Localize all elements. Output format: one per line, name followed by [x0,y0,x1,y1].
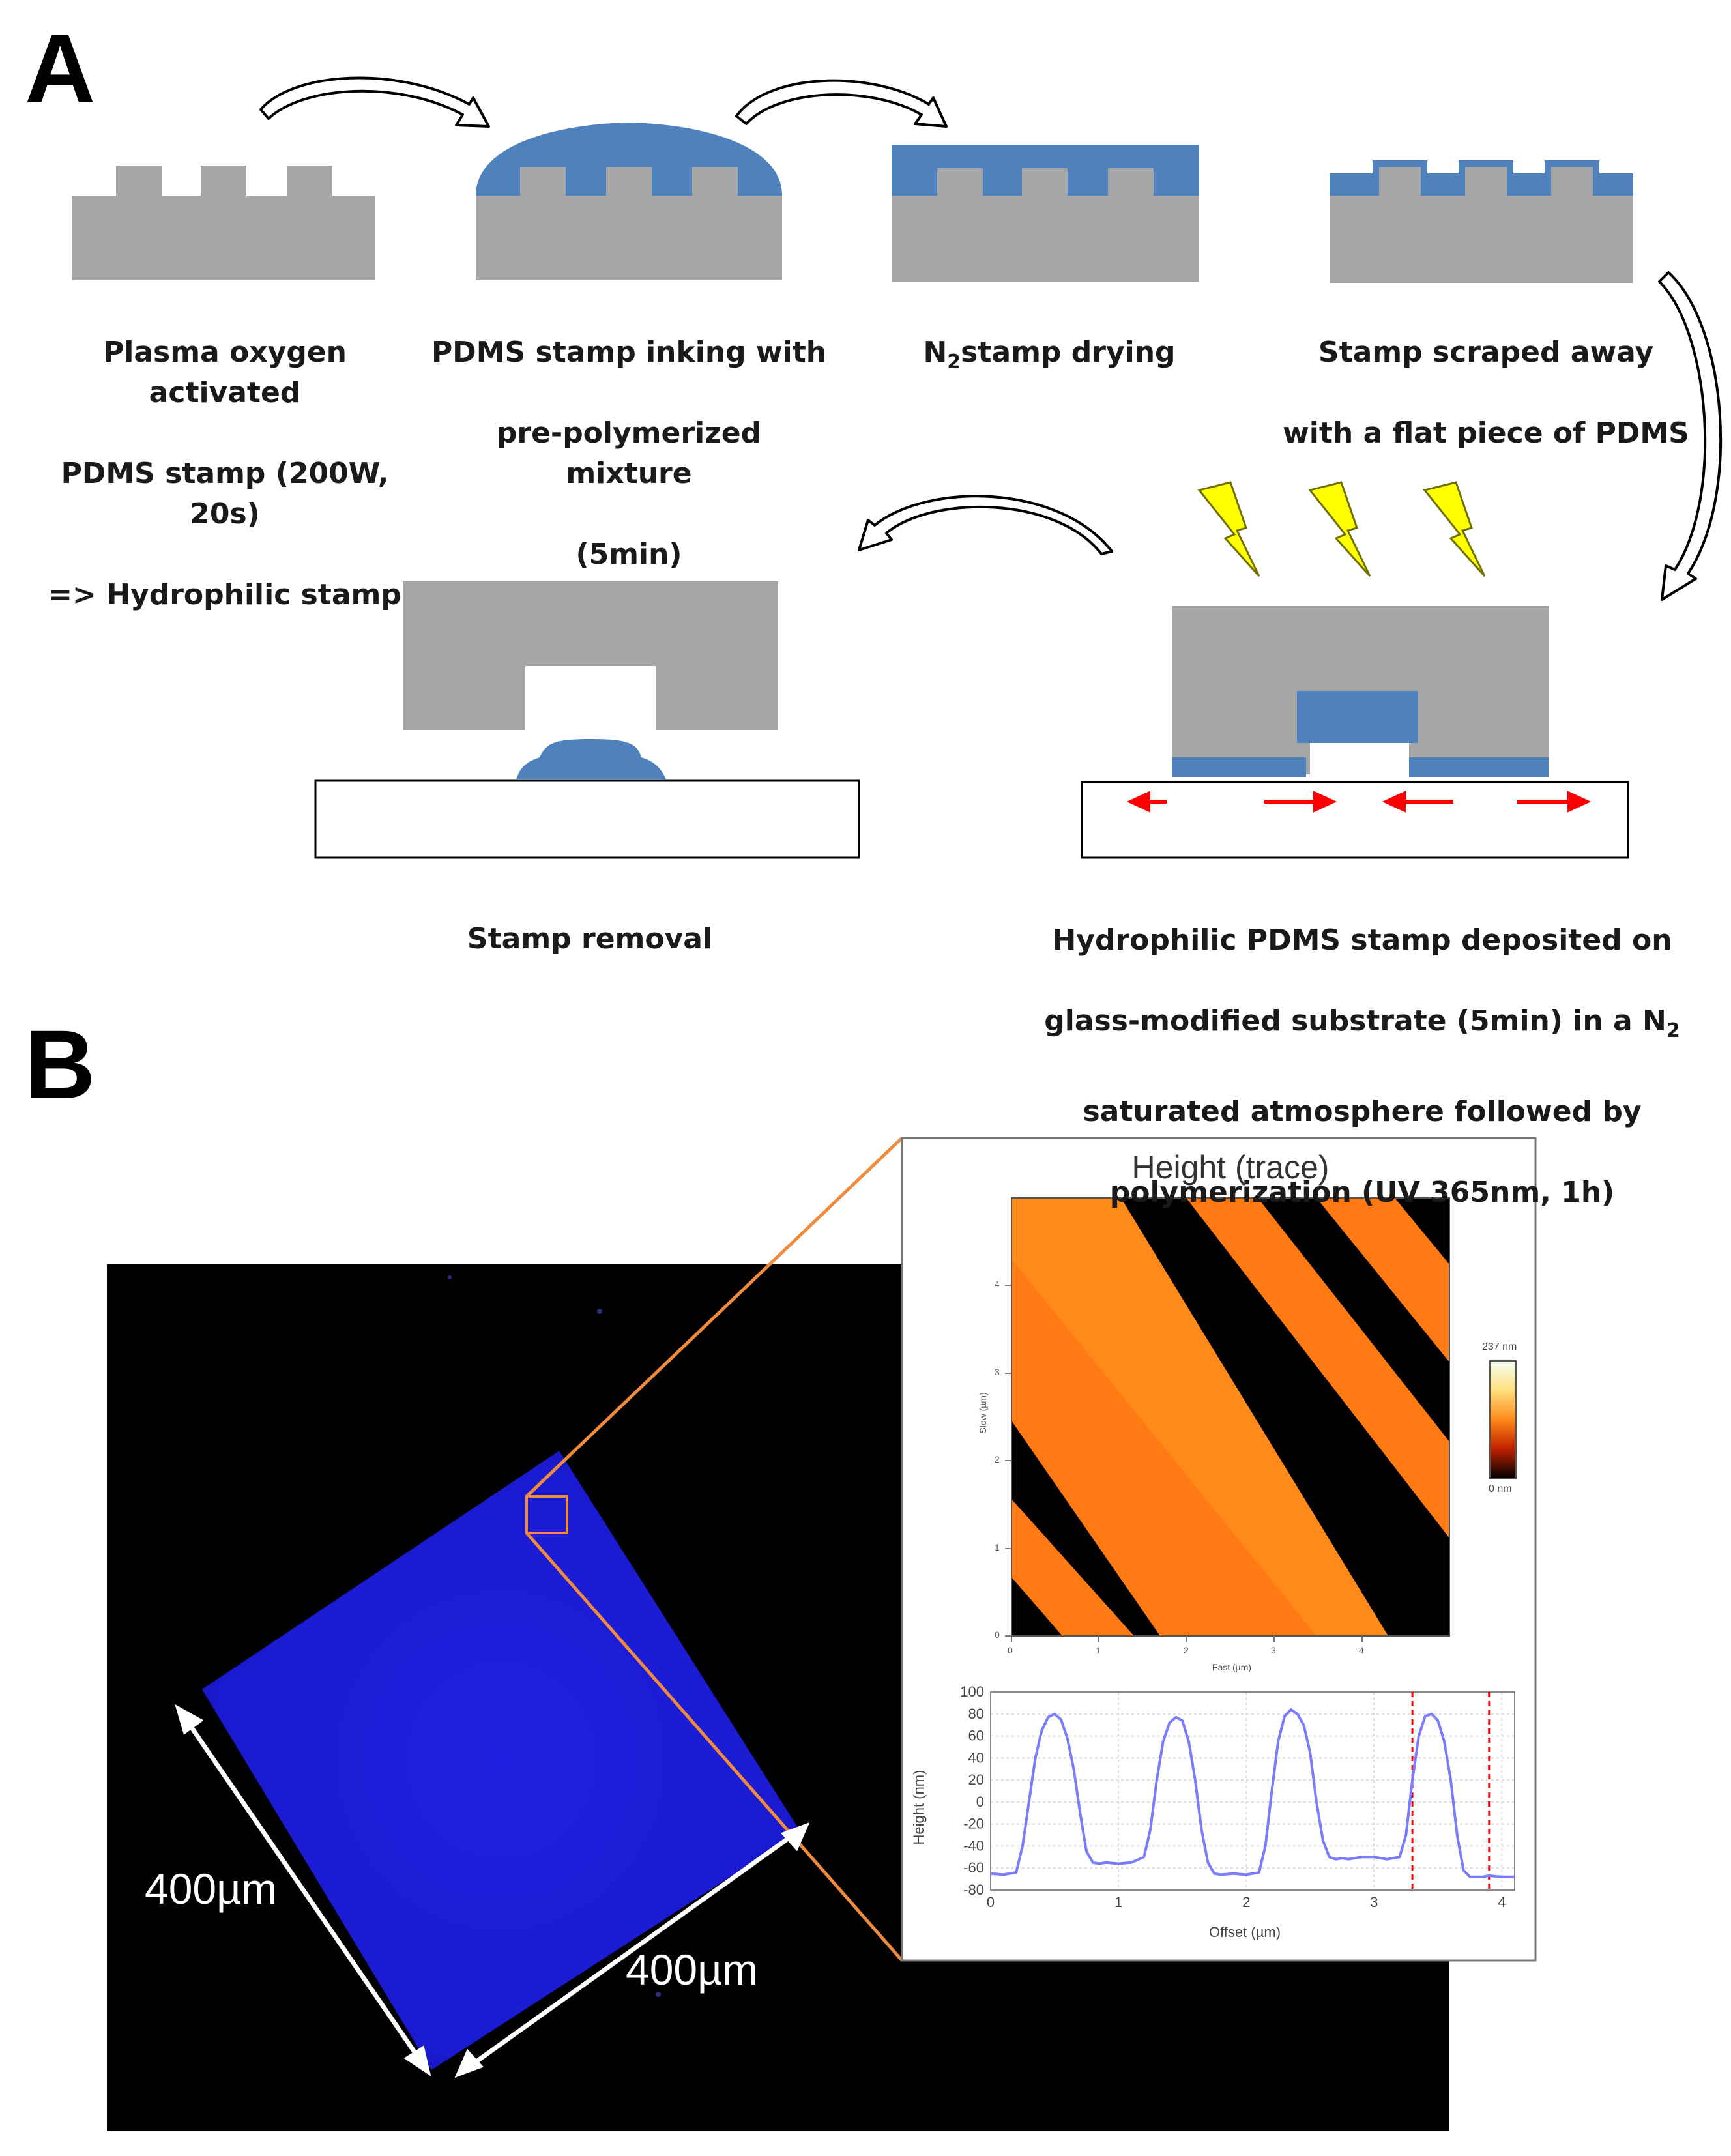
map-xtick: 0 [1008,1645,1013,1655]
step2-stamp [476,123,782,280]
map-ytick: 4 [995,1279,1000,1289]
map-xtick: 3 [1271,1645,1276,1655]
y-tick-label: 40 [968,1749,984,1766]
map-xtick: 2 [1184,1645,1189,1655]
map-ylabel: Slow (µm) [978,1392,988,1434]
y-tick-label: -40 [963,1837,984,1854]
afm-title: Height (trace) [1131,1149,1330,1186]
map-xlabel: Fast (µm) [1212,1662,1252,1672]
step3-caption: N2stamp drying [923,336,1176,373]
y-tick-label: 100 [960,1683,984,1700]
curved-arrow-icon [858,495,1113,555]
printed-square [202,1451,800,2070]
y-tick-label: 60 [968,1728,984,1744]
uv-lightning-icon [1197,481,1486,577]
colorbar-top-label: 237 nm [1482,1341,1517,1352]
curved-arrow-icon [735,79,948,128]
colorbar-bottom-label: 0 nm [1489,1483,1512,1494]
x-tick-label: 1 [1114,1894,1122,1910]
map-ytick: 0 [995,1629,1000,1640]
map-xtick: 4 [1359,1645,1364,1655]
height-colorbar [1489,1360,1517,1479]
deposited-stamp [1081,606,1629,859]
x-tick-label: 3 [1370,1894,1378,1910]
step3-stamp [892,145,1199,282]
step2-caption: PDMS stamp inking with pre-polymerized m… [431,336,827,571]
y-tick-label: 80 [968,1706,984,1722]
zoom-region-box [525,1495,568,1534]
x-tick-label: 0 [987,1894,995,1910]
dimension-arrow-bottom [454,1822,810,2078]
map-ytick: 3 [995,1367,1000,1377]
curved-arrow-icon [259,76,490,128]
profile-xlabel: Offset (µm) [1208,1924,1281,1940]
curved-arrow-icon [1658,271,1723,601]
step5-caption: Hydrophilic PDMS stamp deposited on glas… [1044,924,1680,1209]
dimension-label-bottom: 400µm [626,1945,759,1994]
step1-stamp [72,166,375,280]
y-tick-label: -80 [963,1882,984,1898]
profile-axes [990,1691,1515,1891]
x-tick-label: 4 [1498,1894,1506,1910]
spreading-arrows [1126,791,1592,813]
y-tick-label: 0 [976,1794,984,1810]
step6-caption: Stamp removal [467,922,713,955]
y-tick-label: 20 [968,1771,984,1788]
height-map-stripes [1011,1198,1449,1636]
map-ytick: 2 [995,1454,1000,1464]
panel-b-label: B [25,1010,96,1119]
x-tick-label: 2 [1242,1894,1250,1910]
y-tick-label: -20 [963,1816,984,1832]
panel-a-label: A [25,14,96,123]
step1-caption: Plasma oxygen activated PDMS stamp (200W… [48,336,401,611]
dimension-label-left: 400µm [145,1865,278,1913]
map-ytick: 1 [995,1542,1000,1552]
height-profile-line [990,1708,1515,1878]
step4-stamp [1330,160,1633,283]
y-tick-label: -60 [963,1859,984,1876]
step4-caption: Stamp scraped away with a flat piece of … [1283,336,1689,450]
dimension-arrow-left [175,1704,431,2076]
profile-ylabel: Height (nm) [910,1770,927,1845]
map-xtick: 1 [1096,1645,1101,1655]
height-profile-chart: -80 -60 -40 -20 0 20 40 60 80 100 0 1 2 3 4 [960,1683,1515,1910]
removed-stamp [314,581,860,859]
